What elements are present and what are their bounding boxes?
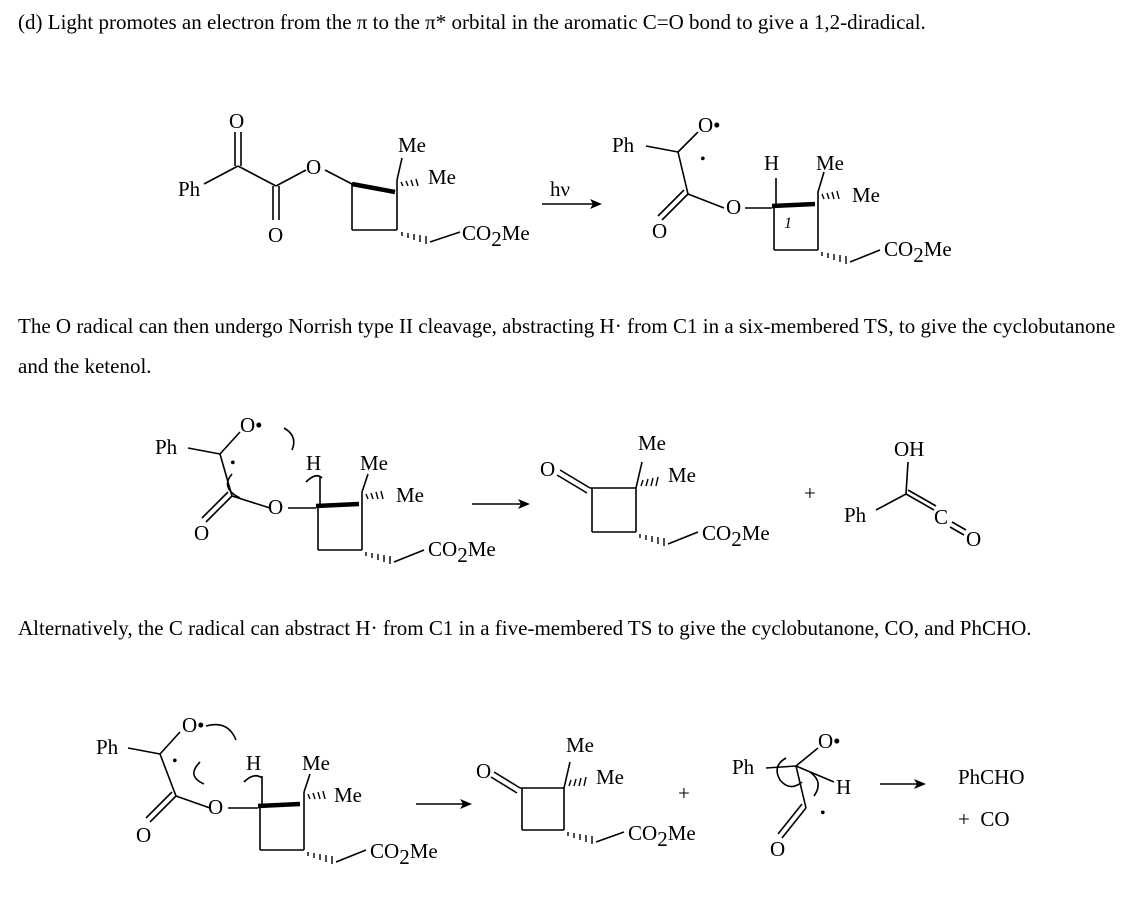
c-label: C	[934, 505, 948, 529]
me-label: Me	[852, 183, 880, 207]
ph-label: Ph	[612, 133, 635, 157]
ph-label: Ph	[178, 177, 201, 201]
o-label: O	[770, 837, 785, 861]
reaction-arrow-hv: hν	[542, 177, 602, 209]
o-label: O	[726, 195, 741, 219]
o-radical-label: O•	[240, 413, 263, 437]
reaction-arrow	[880, 779, 926, 789]
me-label: Me	[566, 733, 594, 757]
me-label: Me	[638, 431, 666, 455]
six-membered-ts: Ph O• • O O H Me Me CO2Me	[155, 413, 496, 567]
h-label: H	[836, 775, 851, 799]
me-label: Me	[428, 165, 456, 189]
o-radical-label: O•	[698, 113, 721, 137]
co2me-label: CO2Me	[884, 237, 952, 267]
ketenol-product: OH Ph C O	[844, 437, 981, 551]
o-label: O	[208, 795, 223, 819]
reaction-arrow	[416, 799, 472, 809]
o-label: O	[476, 759, 491, 783]
o-label: O	[229, 109, 244, 133]
paragraph-five-membered-ts: Alternatively, the C radical can abstrac…	[18, 616, 1032, 640]
final-products: PhCHO + CO	[958, 765, 1025, 831]
h-label: H	[246, 751, 261, 775]
phcho-label: PhCHO	[958, 765, 1025, 789]
me-label: Me	[398, 133, 426, 157]
cyclobutanone-product: O Me Me CO2Me	[476, 733, 696, 851]
cyclobutanone-product: O Me Me CO2Me	[540, 431, 770, 551]
oh-label: OH	[894, 437, 924, 461]
h-label: H	[764, 151, 779, 175]
me-label: Me	[302, 751, 330, 775]
co2me-label: CO2Me	[628, 821, 696, 851]
o-label: O	[652, 219, 667, 243]
plus-sign: +	[678, 781, 690, 805]
ph-label: Ph	[155, 435, 178, 459]
radical-dot: •	[230, 455, 236, 472]
paragraph-norrish-type-ii: The O radical can then undergo Norrish t…	[18, 314, 1116, 378]
me-label: Me	[668, 463, 696, 487]
scheme-norrish-type-ii: Ph O• • O O H Me Me CO2Me	[155, 413, 981, 567]
o-label: O	[194, 521, 209, 545]
ph-label: Ph	[732, 755, 755, 779]
ph-label: Ph	[96, 735, 119, 759]
hv-label: hν	[550, 177, 570, 201]
o-label: O	[966, 527, 981, 551]
o-label: O	[306, 155, 321, 179]
radical-dot: •	[820, 805, 826, 822]
co2me-label: CO2Me	[428, 537, 496, 567]
o-label: O	[268, 495, 283, 519]
diradical-intermediate: Ph O• • O O H 1 Me Me CO2Me	[612, 113, 952, 267]
plus-sign: +	[804, 481, 816, 505]
reaction-arrow	[472, 499, 530, 509]
radical-dot: •	[172, 753, 178, 770]
co2me-label: CO2Me	[370, 839, 438, 869]
co2me-label: CO2Me	[462, 221, 530, 251]
scheme-photoexcitation: Ph O O O Me Me CO2Me hν	[178, 109, 952, 267]
plus-co-label: + CO	[958, 807, 1010, 831]
starting-ketoester: Ph O O O Me Me CO2Me	[178, 109, 530, 251]
co2me-label: CO2Me	[702, 521, 770, 551]
o-radical-label: O•	[818, 729, 841, 753]
ph-label: Ph	[844, 503, 867, 527]
me-label: Me	[360, 451, 388, 475]
me-label: Me	[334, 783, 362, 807]
paragraph-diradical-formation: (d) Light promotes an electron from the …	[18, 10, 926, 34]
o-radical-label: O•	[182, 713, 205, 737]
o-label: O	[540, 457, 555, 481]
me-label: Me	[396, 483, 424, 507]
acyl-radical-fragment: Ph O• H O •	[732, 729, 851, 861]
me-label: Me	[596, 765, 624, 789]
five-membered-ts: Ph O• • O O H Me Me CO2Me	[96, 713, 438, 869]
o-label: O	[136, 823, 151, 847]
scheme-five-membered-ts: Ph O• • O O H Me Me CO2Me	[96, 713, 1025, 869]
radical-dot: •	[700, 151, 706, 168]
me-label: Me	[816, 151, 844, 175]
c1-label: 1	[784, 215, 792, 232]
h-label: H	[306, 451, 321, 475]
o-label: O	[268, 223, 283, 247]
